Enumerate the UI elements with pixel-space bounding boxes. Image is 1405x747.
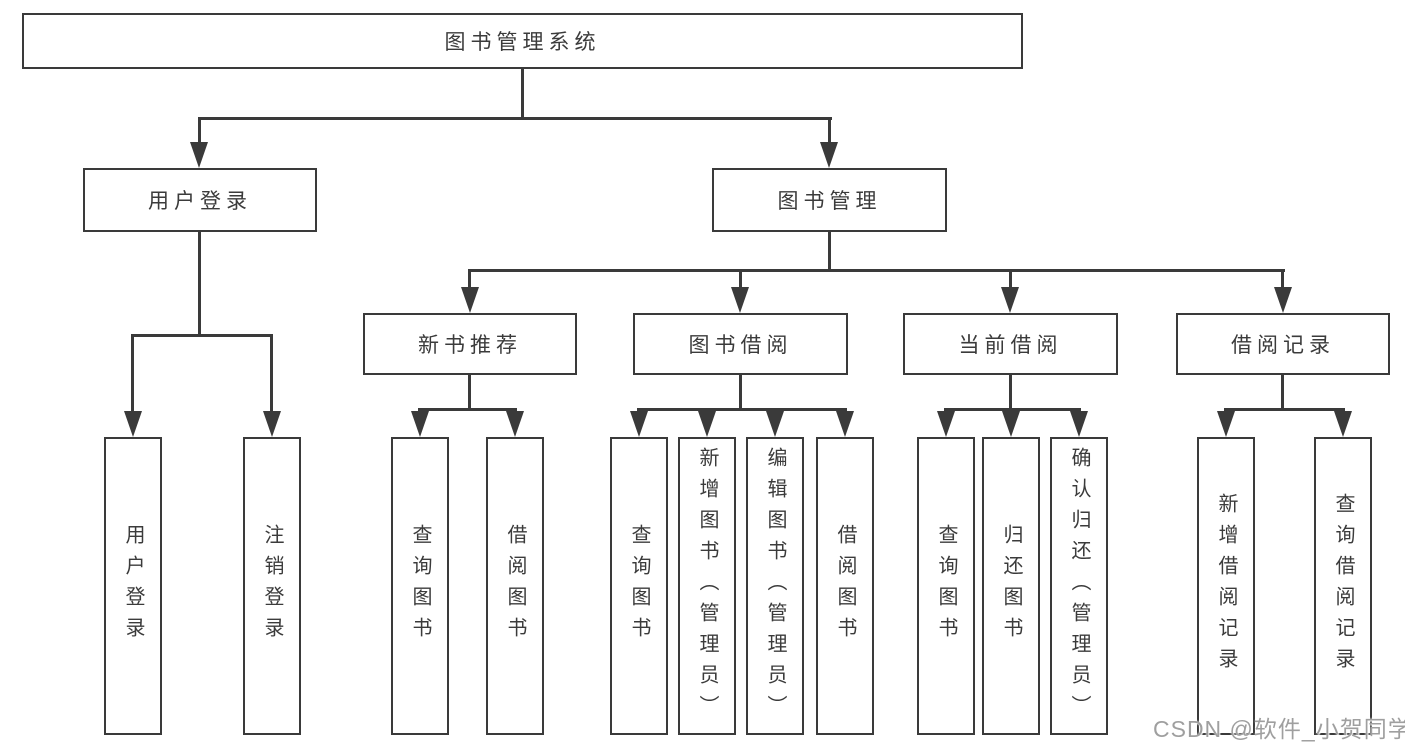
- node-current-borrow: 当前借阅: [903, 313, 1118, 375]
- arrow-down-icon: [836, 411, 854, 437]
- connector-line: [828, 231, 831, 272]
- arrow-down-icon: [937, 411, 955, 437]
- connector-line: [1281, 269, 1284, 291]
- connector-line: [468, 375, 471, 411]
- arrow-down-icon: [630, 411, 648, 437]
- connector-line: [468, 269, 1285, 272]
- arrow-down-icon: [820, 142, 838, 168]
- leaf-records-query-record: 查询借阅记录: [1314, 437, 1372, 735]
- node-book-borrow: 图书借阅: [633, 313, 848, 375]
- arrow-down-icon: [1070, 411, 1088, 437]
- leaf-current-query-book: 查询图书: [917, 437, 975, 735]
- arrow-down-icon: [766, 411, 784, 437]
- connector-line: [198, 117, 201, 145]
- connector-line: [1224, 408, 1345, 411]
- leaf-recommend-borrow-book: 借阅图书: [486, 437, 544, 735]
- arrow-down-icon: [731, 287, 749, 313]
- node-user-login: 用户登录: [83, 168, 317, 232]
- arrow-down-icon: [1001, 287, 1019, 313]
- arrow-down-icon: [698, 411, 716, 437]
- connector-line: [198, 231, 201, 337]
- arrow-down-icon: [1274, 287, 1292, 313]
- leaf-user-login: 用户登录: [104, 437, 162, 735]
- arrow-down-icon: [1002, 411, 1020, 437]
- connector-line: [1009, 269, 1012, 291]
- leaf-borrow-query-book: 查询图书: [610, 437, 668, 735]
- connector-line: [521, 68, 524, 120]
- arrow-down-icon: [461, 287, 479, 313]
- leaf-records-add-record: 新增借阅记录: [1197, 437, 1255, 735]
- leaf-current-return-book: 归还图书: [982, 437, 1040, 735]
- connector-line: [468, 269, 471, 291]
- arrow-down-icon: [1217, 411, 1235, 437]
- connector-line: [739, 269, 742, 291]
- csdn-watermark: CSDN @软件_小贺同学: [1153, 716, 1405, 742]
- connector-line: [944, 408, 1081, 411]
- connector-line: [131, 334, 273, 337]
- leaf-borrow-add-book-admin: 新增图书（管理员）: [678, 437, 736, 735]
- arrow-down-icon: [263, 411, 281, 437]
- node-new-book-recommend: 新书推荐: [363, 313, 577, 375]
- connector-line: [1281, 375, 1284, 411]
- connector-line: [637, 408, 847, 411]
- leaf-borrow-edit-book-admin: 编辑图书（管理员）: [746, 437, 804, 735]
- connector-line: [418, 408, 517, 411]
- node-book-management: 图书管理: [712, 168, 947, 232]
- node-root: 图书管理系统: [22, 13, 1023, 69]
- connector-line: [1009, 375, 1012, 411]
- connector-line: [270, 334, 273, 414]
- arrow-down-icon: [124, 411, 142, 437]
- connector-line: [739, 375, 742, 411]
- connector-line: [131, 334, 134, 414]
- leaf-current-confirm-return-admin: 确认归还（管理员）: [1050, 437, 1108, 735]
- leaf-recommend-query-book: 查询图书: [391, 437, 449, 735]
- arrow-down-icon: [1334, 411, 1352, 437]
- leaf-logout: 注销登录: [243, 437, 301, 735]
- connector-line: [198, 117, 832, 120]
- connector-line: [828, 117, 831, 145]
- leaf-borrow-borrow-book: 借阅图书: [816, 437, 874, 735]
- arrow-down-icon: [506, 411, 524, 437]
- node-borrow-records: 借阅记录: [1176, 313, 1390, 375]
- arrow-down-icon: [411, 411, 429, 437]
- arrow-down-icon: [190, 142, 208, 168]
